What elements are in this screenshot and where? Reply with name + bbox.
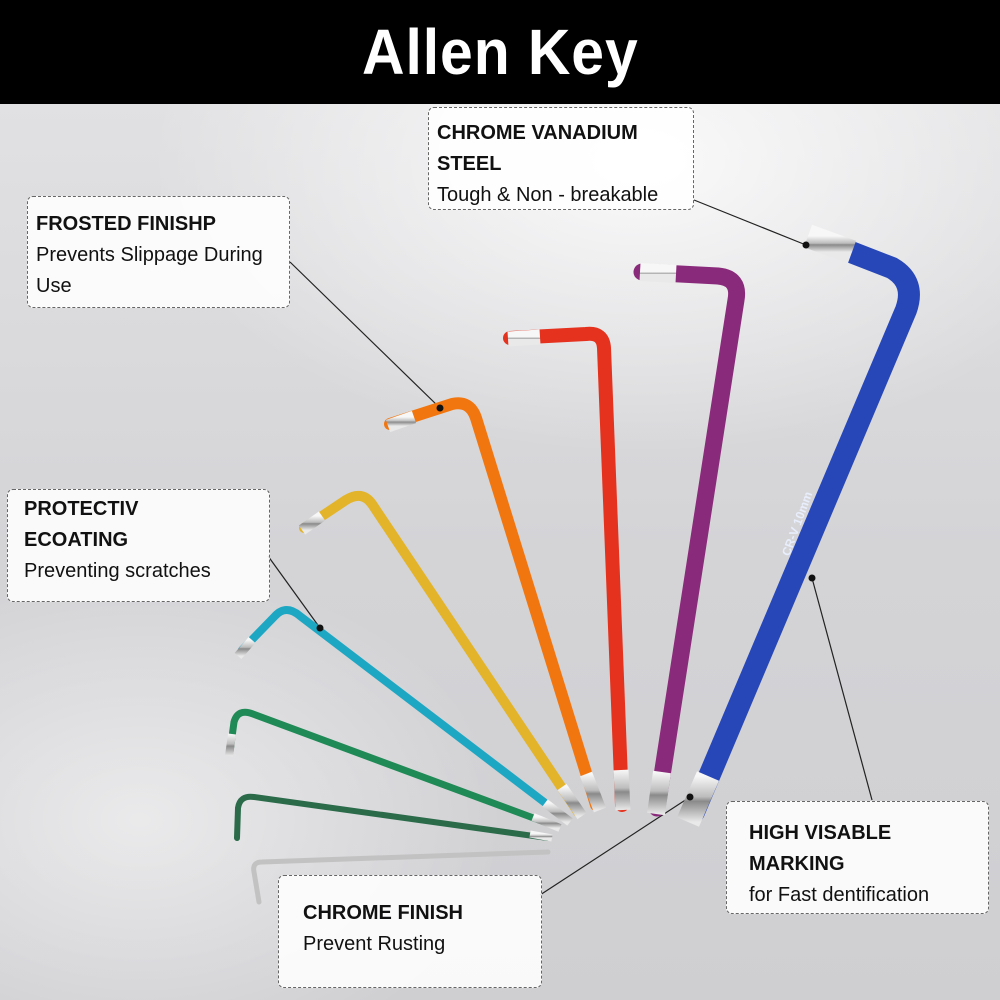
allen-key-dark-green	[233, 793, 553, 842]
callout-text: Preventing scratches	[24, 560, 211, 582]
leader-chrome-vanadium	[693, 199, 807, 246]
callout-text: Prevents Slippage During Use	[36, 244, 263, 297]
allen-key-yellow	[298, 490, 587, 820]
leader-high-visible-marking	[811, 577, 873, 801]
leader-dots	[316, 241, 816, 801]
allen-key-silver	[251, 849, 551, 905]
callout-frosted-finish: FROSTED FINISHP Prevents Slippage During…	[27, 196, 290, 308]
allen-key-orange	[384, 397, 607, 813]
allen-key-cyan	[234, 606, 573, 826]
callout-text: Prevent Rusting	[303, 933, 446, 955]
leader-frosted-finish	[289, 261, 441, 409]
leader-protective-coating	[267, 555, 321, 629]
callout-title: CHROME FINISH	[303, 902, 463, 924]
callout-protective-coating: PROTECTIV ECOATING Preventing scratches	[7, 489, 270, 602]
page-title: Allen Key	[361, 16, 639, 88]
callout-title: FROSTED FINISHP	[36, 213, 217, 235]
callout-chrome-finish: CHROME FINISH Prevent Rusting	[278, 875, 542, 988]
callout-title: PROTECTIV ECOATING	[24, 498, 139, 551]
header-bar: Allen Key	[0, 0, 1000, 104]
callout-title: CHROME VANADIUM STEEL	[437, 122, 638, 175]
allen-key-green	[225, 708, 562, 832]
allen-key-red	[503, 326, 631, 812]
callout-title: HIGH VISABLE MARKING	[749, 822, 892, 875]
callout-text: for Fast dentification	[749, 884, 930, 906]
allen-key-purple	[633, 263, 746, 817]
callout-high-visible-marking: HIGH VISABLE MARKING for Fast dentificat…	[726, 801, 989, 914]
allen-key-blue	[676, 224, 920, 827]
callout-text: Tough & Non - breakable	[437, 184, 659, 206]
callout-chrome-vanadium: CHROME VANADIUM STEEL Tough & Non - brea…	[428, 107, 694, 210]
